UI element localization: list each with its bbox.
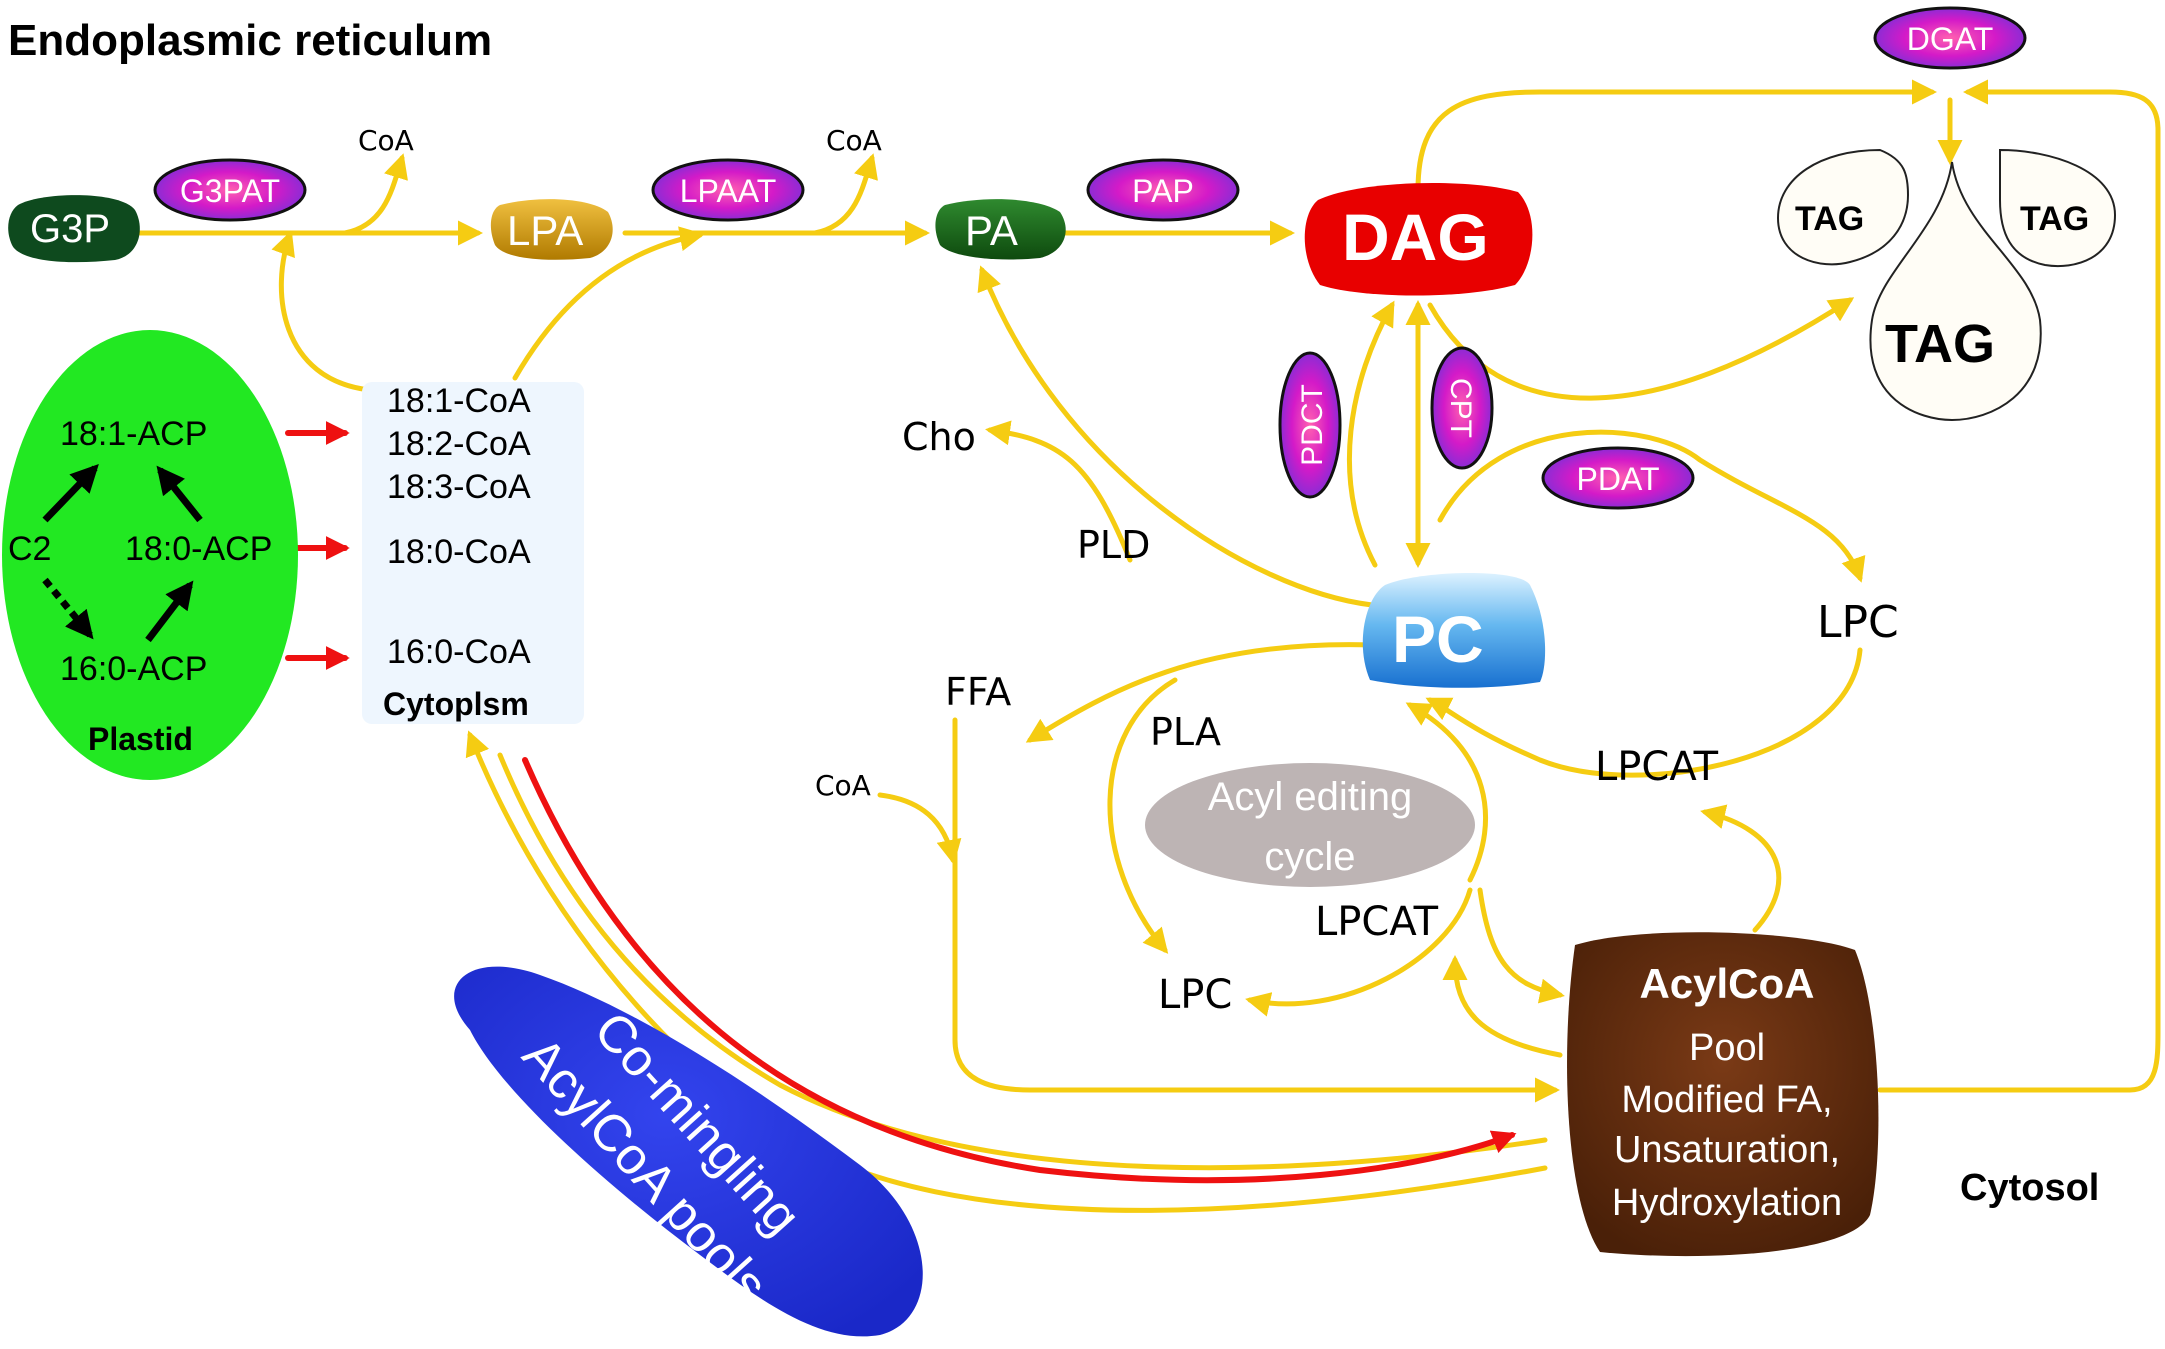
lpa-node — [490, 199, 613, 260]
pap-label: PAP — [1132, 173, 1194, 209]
acyl-cycle-line2: cycle — [1264, 835, 1355, 879]
acp181-label: 18:1-ACP — [60, 415, 207, 453]
arrow-lpc-pc — [1425, 647, 1863, 778]
arrow-cycle-bottom — [1245, 887, 1473, 1017]
arrow-cycle-pc — [1405, 702, 1488, 883]
cpt-label: CPT — [1444, 378, 1477, 438]
enzyme-g3pat — [153, 158, 307, 222]
arrow-dag-tag — [1427, 297, 1855, 401]
g3pat-label: G3PAT — [180, 173, 280, 209]
arrow-ffa-pool — [952, 717, 1560, 1103]
plastid-label: Plastid — [88, 721, 193, 757]
dag-node — [1304, 182, 1533, 296]
cytoplasm-label: Cytoplsm — [383, 686, 529, 722]
tag-droplet-right — [1999, 148, 2117, 267]
arrow-coa-ffa — [877, 792, 962, 865]
arrow-cycle-pool — [1477, 887, 1565, 1004]
acylcoa-title: AcylCoA — [1639, 960, 1814, 1007]
g3p-label: G3P — [30, 207, 110, 251]
arrow-pool-lpcat — [1700, 804, 1782, 933]
acyl-cycle-line1: Acyl editing — [1208, 775, 1413, 819]
ffa-label: FFA — [945, 670, 1011, 714]
arrow-cyto-lpaat — [512, 226, 705, 381]
lpc-bottom-label: LPC — [1158, 972, 1232, 1018]
enzyme-cpt — [1430, 346, 1494, 470]
arrow-pc-ffa — [1025, 642, 1375, 743]
pla-label: PLA — [1150, 710, 1221, 754]
lpaat-label: LPAAT — [680, 173, 777, 209]
tag-droplet-main — [1869, 161, 2042, 422]
acyl-editing-cycle — [1145, 763, 1475, 887]
pc-node — [1362, 572, 1546, 688]
tag-main-label: TAG — [1885, 314, 1995, 374]
coa-180: 18:0-CoA — [387, 533, 531, 571]
pc-label: PC — [1392, 602, 1484, 676]
arrow-pc-dag-pdct — [1346, 300, 1395, 568]
comingling-blob — [454, 966, 923, 1337]
pa-node — [935, 199, 1066, 260]
enzyme-dgat — [1873, 6, 2027, 70]
er-label: Endoplasmic reticulum — [8, 16, 492, 65]
arrow-pdat-lpc — [1437, 429, 1866, 583]
arrow-c2-160 — [42, 577, 94, 640]
enzyme-pdat — [1541, 446, 1695, 510]
lpcat-left-label: LPCAT — [1315, 899, 1439, 945]
dgat-label: DGAT — [1907, 21, 1994, 57]
enzyme-lpaat — [651, 158, 805, 222]
arrow-c2-181 — [42, 463, 99, 523]
coa-181: 18:1-CoA — [387, 382, 531, 420]
acylcoa-line4: Hydroxylation — [1612, 1182, 1842, 1224]
g3p-node — [8, 195, 140, 263]
cytoplasm-box — [362, 382, 584, 724]
arrow-coa-1 — [342, 153, 408, 236]
pld-label: PLD — [1077, 523, 1150, 567]
cytosol-label: Cytosol — [1960, 1167, 2099, 1209]
arrow-cycle-lpc — [1107, 677, 1178, 954]
plastid — [2, 330, 298, 780]
coa-label-1: CoA — [358, 124, 414, 157]
enzyme-pdct — [1278, 351, 1342, 499]
coa-182: 18:2-CoA — [387, 425, 531, 463]
pdat-label: PDAT — [1577, 461, 1660, 497]
acp160-label: 16:0-ACP — [60, 650, 207, 688]
coa-label-3: CoA — [815, 769, 871, 802]
pdct-label: PDCT — [1296, 384, 1329, 466]
arrow-pld-cho — [985, 420, 1133, 563]
tag-right-label: TAG — [2020, 200, 2089, 238]
arrow-dag-dgat — [1415, 79, 1937, 193]
acylcoa-line2: Modified FA, — [1621, 1079, 1832, 1121]
arrow-coa-2 — [812, 153, 878, 236]
pa-label: PA — [965, 207, 1018, 254]
red-arrow-pool — [522, 757, 1517, 1184]
arrow-160-180 — [145, 580, 194, 643]
acylcoa-line3: Unsaturation, — [1614, 1129, 1840, 1171]
lpc-right-label: LPC — [1817, 597, 1899, 648]
lpa-label: LPA — [507, 207, 583, 254]
tag-left-label: TAG — [1795, 200, 1864, 238]
tag-droplet-left — [1776, 148, 1910, 266]
arrow-pool-dgat — [1877, 79, 2161, 1093]
cho-label: Cho — [902, 415, 976, 459]
arrow-180-181 — [156, 465, 203, 523]
lpcat-right-label: LPCAT — [1595, 744, 1719, 790]
plastid-arrows — [42, 463, 203, 643]
arrow-cyto-g3pat — [271, 230, 373, 393]
acp180-label: 18:0-ACP — [125, 530, 272, 568]
coa-183: 18:3-CoA — [387, 468, 531, 506]
arrow-pool-cycle — [1442, 955, 1563, 1058]
coa-160: 16:0-CoA — [387, 633, 531, 671]
enzyme-pap — [1086, 158, 1240, 222]
arrow-pc-pa — [977, 265, 1375, 608]
dag-label: DAG — [1342, 200, 1489, 274]
c2-label: C2 — [8, 530, 51, 568]
coa-label-2: CoA — [826, 124, 882, 157]
acylcoa-line1: Pool — [1689, 1027, 1765, 1069]
acylcoa-pool — [1567, 932, 1879, 1257]
